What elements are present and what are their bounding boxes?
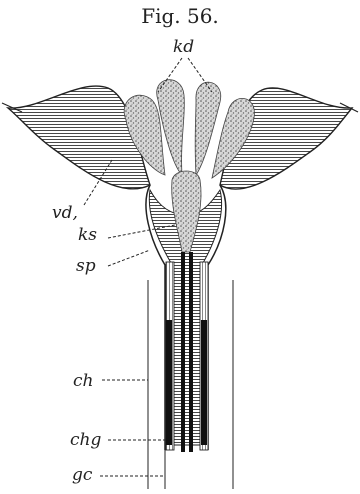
label-vd: vd, bbox=[52, 205, 78, 222]
label-kd: kd bbox=[173, 39, 194, 56]
inner-bar-right bbox=[189, 252, 193, 452]
label-chg: chg bbox=[70, 432, 101, 449]
label-sp: sp bbox=[76, 258, 96, 275]
outer-bar-right bbox=[201, 320, 207, 445]
inner-bar-left bbox=[181, 252, 185, 452]
figure-title: Fig. 56. bbox=[0, 4, 360, 28]
label-gc: gc bbox=[72, 467, 92, 484]
label-ch: ch bbox=[73, 373, 93, 390]
label-ks: ks bbox=[78, 227, 97, 244]
outer-bar-left bbox=[166, 320, 172, 445]
